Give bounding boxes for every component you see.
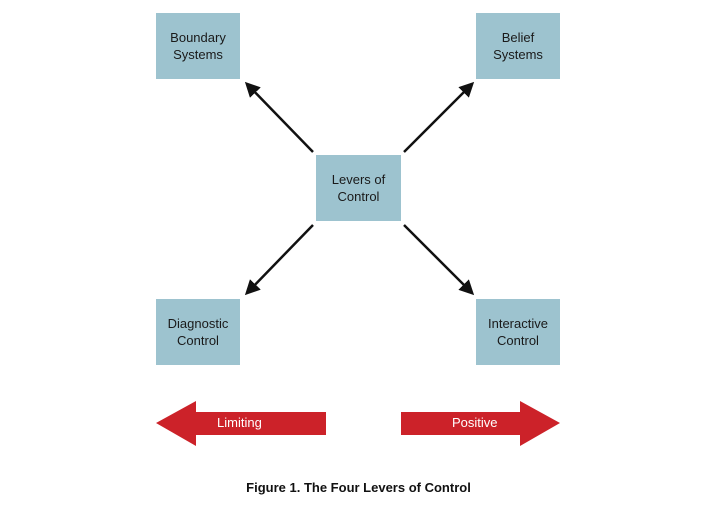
positive-label: Positive [452,415,498,430]
arrow-to-boundary [244,81,314,153]
boundary-systems-node: Boundary Systems [156,13,240,79]
levers-of-control-node: Levers of Control [316,155,401,221]
figure-caption: Figure 1. The Four Levers of Control [246,480,471,495]
limiting-label: Limiting [217,415,262,430]
arrow-to-interactive [403,224,475,296]
arrow-to-belief [403,81,475,153]
arrow-to-diagnostic [244,224,314,296]
belief-systems-node: Belief Systems [476,13,560,79]
interactive-control-node: Interactive Control [476,299,560,365]
positive-arrow [401,401,560,446]
diagnostic-control-node: Diagnostic Control [156,299,240,365]
limiting-arrow [156,401,326,446]
